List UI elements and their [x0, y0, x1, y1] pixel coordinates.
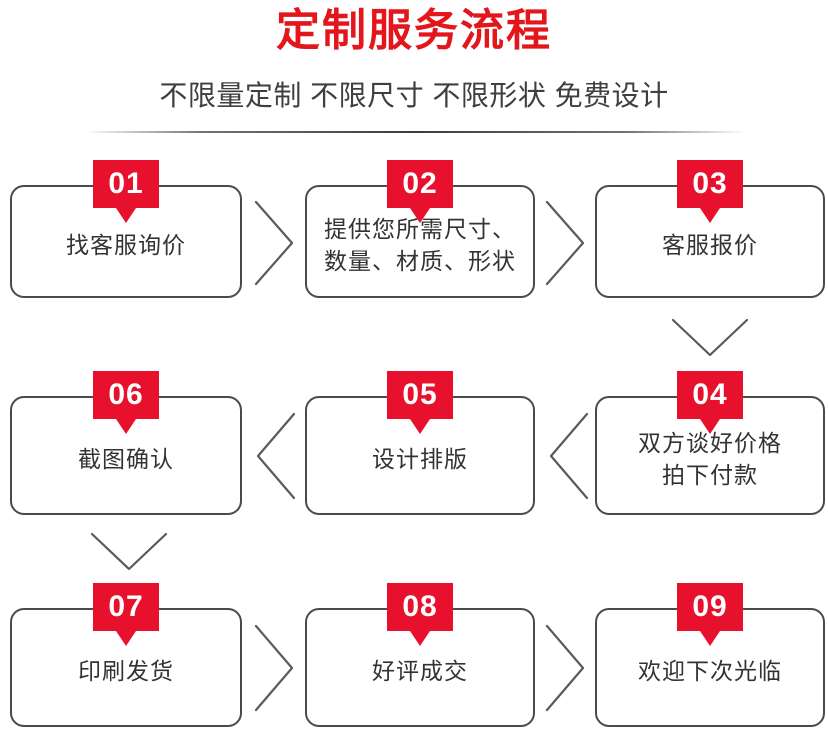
step-number-08: 08	[402, 590, 438, 623]
step-badge-03: 03	[677, 160, 743, 208]
step-number-04: 04	[692, 378, 728, 411]
step-label-05: 设计排版	[372, 445, 468, 472]
step-badge-01: 01	[93, 160, 159, 208]
step-badge-06: 06	[93, 371, 159, 419]
connector-04-to-05	[545, 410, 591, 502]
step-badge-08: 08	[387, 583, 453, 631]
step-box-09: 欢迎下次光临	[595, 608, 825, 727]
step-number-07: 07	[108, 590, 144, 623]
page-title: 定制服务流程	[276, 6, 552, 55]
step-label-01: 找客服询价	[66, 231, 186, 258]
step-label-02: 提供您所需尺寸、 数量、材质、形状	[324, 215, 516, 274]
header-divider	[84, 131, 746, 133]
connector-03-to-04	[669, 316, 751, 360]
step-label-03: 客服报价	[662, 231, 758, 258]
connector-05-to-06	[252, 410, 298, 502]
step-number-05: 05	[402, 378, 438, 411]
step-label-07: 印刷发货	[78, 657, 174, 684]
step-badge-04: 04	[677, 371, 743, 419]
step-label-09: 欢迎下次光临	[638, 657, 782, 684]
connector-07-to-08	[252, 622, 298, 714]
step-badge-02: 02	[387, 160, 453, 208]
connector-08-to-09	[543, 622, 589, 714]
step-label-08: 好评成交	[372, 657, 468, 684]
step-number-09: 09	[692, 590, 728, 623]
connector-06-to-07	[88, 530, 170, 574]
connector-02-to-03	[543, 198, 589, 288]
step-number-03: 03	[692, 167, 728, 200]
step-number-02: 02	[402, 167, 438, 200]
step-badge-07: 07	[93, 583, 159, 631]
step-badge-09: 09	[677, 583, 743, 631]
connector-01-to-02	[252, 198, 298, 288]
step-number-01: 01	[108, 167, 144, 200]
step-number-06: 06	[108, 378, 144, 411]
step-label-04: 双方谈好价格 拍下付款	[638, 429, 782, 488]
step-label-06: 截图确认	[78, 445, 174, 472]
page-subtitle: 不限量定制 不限尺寸 不限形状 免费设计	[159, 80, 669, 111]
step-badge-05: 05	[387, 371, 453, 419]
